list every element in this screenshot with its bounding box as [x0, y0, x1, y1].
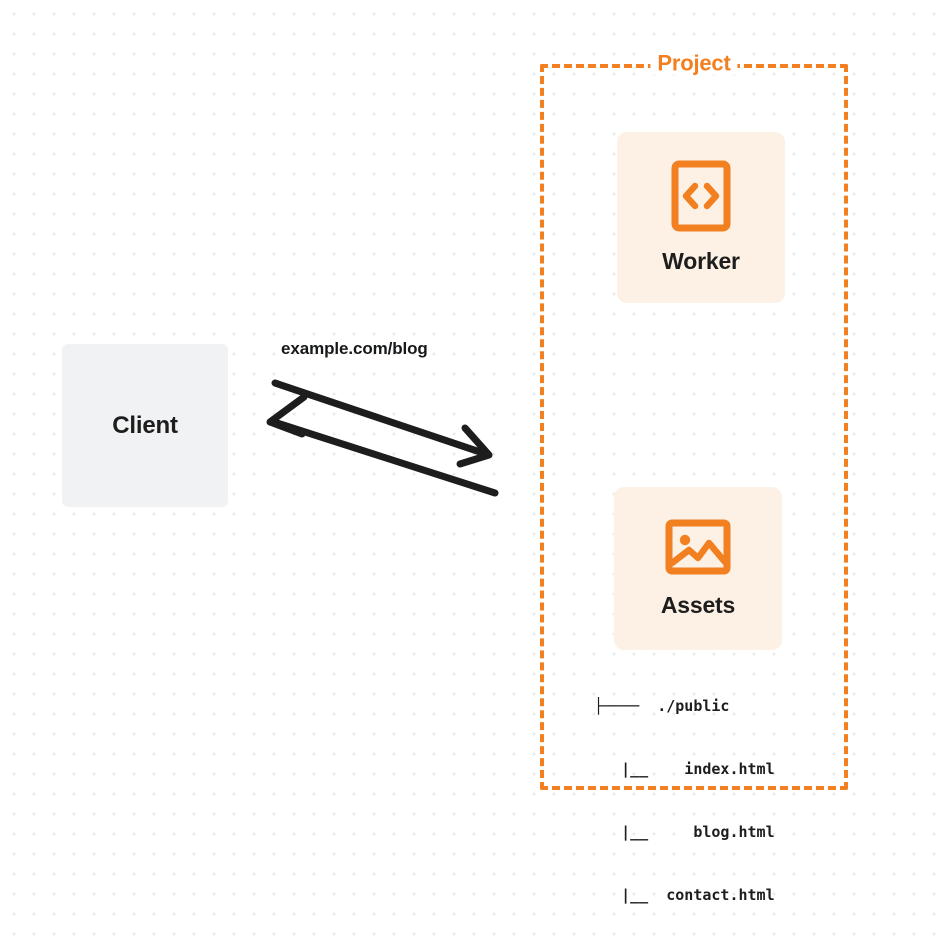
node-client[interactable]: Client	[62, 344, 228, 507]
node-worker[interactable]: Worker	[617, 132, 785, 303]
code-brackets-icon	[671, 160, 731, 232]
file-tree-line: |__ blog.html	[594, 823, 775, 841]
group-project: Project Worker Assets ├──── ./public |__…	[540, 52, 848, 904]
file-tree-line: ├──── ./public	[594, 697, 730, 715]
diagram-canvas: Client example.com/blog Project Worker	[62, 52, 848, 904]
connection-label: example.com/blog	[281, 339, 428, 358]
arrow-left-icon	[266, 393, 499, 497]
image-icon	[665, 519, 731, 575]
assets-file-tree: ├──── ./public |__ index.html |__ blog.h…	[594, 654, 775, 948]
arrow-right-icon	[271, 379, 493, 468]
node-assets[interactable]: Assets	[614, 487, 782, 650]
file-tree-line: |__ contact.html	[594, 886, 775, 904]
node-worker-label: Worker	[662, 248, 740, 274]
node-client-label: Client	[112, 411, 178, 439]
file-tree-line: |__ index.html	[594, 760, 775, 778]
node-assets-label: Assets	[660, 592, 736, 618]
group-project-title: Project	[650, 52, 738, 75]
connection-arrows	[266, 379, 499, 497]
